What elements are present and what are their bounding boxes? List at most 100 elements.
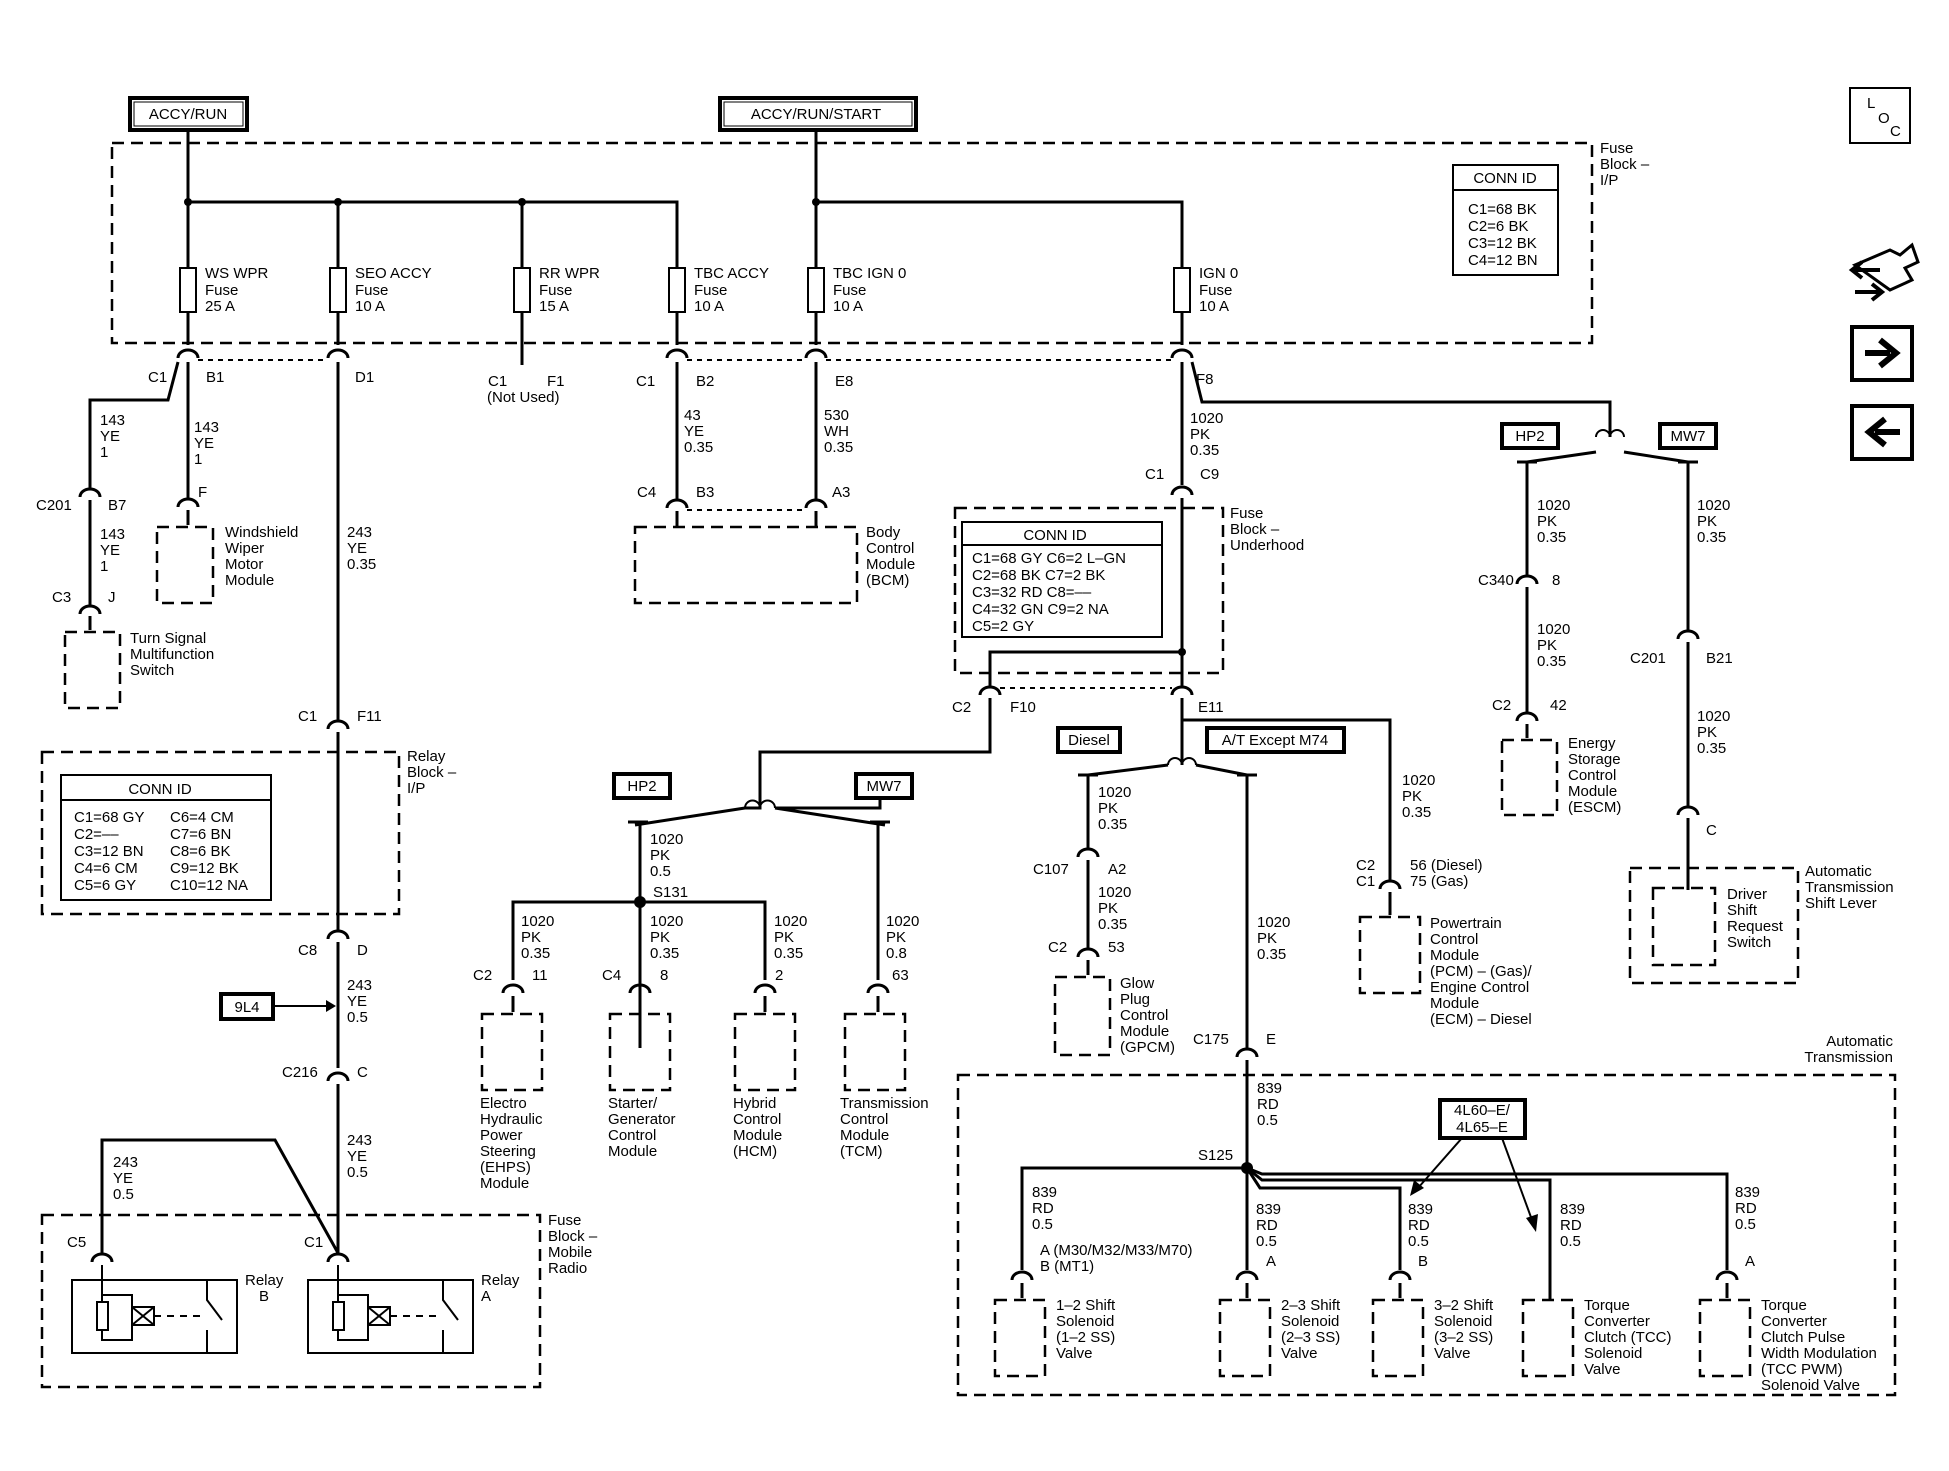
svg-text:15 A: 15 A xyxy=(539,298,569,315)
svg-text:Converter: Converter xyxy=(1761,1313,1827,1330)
svg-text:C10=12 NA: C10=12 NA xyxy=(170,877,248,894)
svg-text:Switch: Switch xyxy=(130,662,174,679)
svg-text:C4: C4 xyxy=(602,967,621,984)
wiring-harness-icon[interactable] xyxy=(1848,242,1920,302)
svg-text:C1=68 GY: C1=68 GY xyxy=(74,809,144,826)
svg-text:A/T Except M74: A/T Except M74 xyxy=(1222,732,1328,749)
svg-text:0.35: 0.35 xyxy=(650,945,679,962)
svg-text:Power: Power xyxy=(480,1127,523,1144)
svg-text:0.5: 0.5 xyxy=(1408,1233,1429,1250)
svg-text:1020: 1020 xyxy=(1402,772,1435,789)
svg-text:Module: Module xyxy=(733,1127,782,1144)
svg-text:1020: 1020 xyxy=(1537,621,1570,638)
svg-text:B: B xyxy=(259,1288,269,1305)
svg-text:C5=2 GY: C5=2 GY xyxy=(972,618,1034,635)
svg-text:PK: PK xyxy=(1257,930,1277,947)
svg-text:0.5: 0.5 xyxy=(113,1186,134,1203)
loc-icon[interactable]: L O C xyxy=(1849,87,1911,144)
option-at-except-m74: A/T Except M74 xyxy=(1205,726,1346,754)
svg-text:53: 53 xyxy=(1108,939,1125,956)
svg-text:D1: D1 xyxy=(355,369,374,386)
svg-text:CONN ID: CONN ID xyxy=(1023,527,1087,544)
svg-text:Transmission: Transmission xyxy=(840,1095,929,1112)
shift-lever-label: Automatic Transmission Shift Lever xyxy=(1805,863,1894,912)
svg-text:D: D xyxy=(357,942,368,959)
svg-text:C4: C4 xyxy=(637,484,656,501)
svg-text:C1: C1 xyxy=(298,708,317,725)
svg-text:Generator: Generator xyxy=(608,1111,676,1128)
svg-text:2–3 Shift: 2–3 Shift xyxy=(1281,1297,1341,1314)
svg-text:Solenoid: Solenoid xyxy=(1434,1313,1492,1330)
svg-text:63: 63 xyxy=(892,967,909,984)
svg-text:1: 1 xyxy=(194,451,202,468)
svg-text:0.5: 0.5 xyxy=(347,1164,368,1181)
svg-text:RD: RD xyxy=(1256,1217,1278,1234)
svg-text:C: C xyxy=(1890,123,1901,140)
svg-text:(TCM): (TCM) xyxy=(840,1143,882,1160)
svg-text:C1=68 GY C6=2 L–GN: C1=68 GY C6=2 L–GN xyxy=(972,550,1126,567)
svg-text:YE: YE xyxy=(347,1148,367,1165)
previous-arrow-icon[interactable] xyxy=(1850,404,1914,461)
svg-text:Energy: Energy xyxy=(1568,735,1616,752)
svg-text:42: 42 xyxy=(1550,697,1567,714)
svg-text:(2–3 SS): (2–3 SS) xyxy=(1281,1329,1340,1346)
svg-text:839: 839 xyxy=(1257,1080,1282,1097)
svg-text:8: 8 xyxy=(1552,572,1560,589)
fuse-block-underhood-boundary xyxy=(953,506,1225,675)
svg-text:Fuse: Fuse xyxy=(694,282,727,299)
svg-text:C3=12 BK: C3=12 BK xyxy=(1468,235,1537,252)
svg-text:0.5: 0.5 xyxy=(1032,1216,1053,1233)
relay-block-ip-label: Relay Block – I/P xyxy=(407,748,457,797)
svg-text:Turn Signal: Turn Signal xyxy=(130,630,206,647)
svg-text:IGN 0: IGN 0 xyxy=(1199,265,1238,282)
svg-text:Glow: Glow xyxy=(1120,975,1154,992)
svg-text:Plug: Plug xyxy=(1120,991,1150,1008)
svg-text:1: 1 xyxy=(100,444,108,461)
svg-text:B7: B7 xyxy=(108,497,126,514)
svg-text:4L60–E/: 4L60–E/ xyxy=(1454,1102,1511,1119)
svg-text:C7=6 BN: C7=6 BN xyxy=(170,826,231,843)
svg-text:Starter/: Starter/ xyxy=(608,1095,658,1112)
svg-text:Control: Control xyxy=(733,1111,781,1128)
svg-text:9L4: 9L4 xyxy=(234,999,259,1016)
svg-text:C2: C2 xyxy=(1048,939,1067,956)
svg-text:Fuse: Fuse xyxy=(548,1212,581,1229)
svg-text:RD: RD xyxy=(1408,1217,1430,1234)
svg-text:0.35: 0.35 xyxy=(1257,946,1286,963)
svg-text:1020: 1020 xyxy=(774,913,807,930)
svg-text:C9: C9 xyxy=(1200,466,1219,483)
ref-9l4[interactable]: 9L4 xyxy=(219,992,336,1021)
svg-text:RD: RD xyxy=(1032,1200,1054,1217)
svg-text:YE: YE xyxy=(347,540,367,557)
svg-text:(3–2 SS): (3–2 SS) xyxy=(1434,1329,1493,1346)
svg-text:TBC IGN 0: TBC IGN 0 xyxy=(833,265,906,282)
svg-text:1–2 Shift: 1–2 Shift xyxy=(1056,1297,1116,1314)
svg-text:Powertrain: Powertrain xyxy=(1430,915,1502,932)
svg-text:B2: B2 xyxy=(696,373,714,390)
next-arrow-icon[interactable] xyxy=(1850,325,1914,382)
option-mw7-lower: MW7 xyxy=(854,772,914,800)
svg-text:MW7: MW7 xyxy=(1671,428,1706,445)
svg-text:RD: RD xyxy=(1560,1217,1582,1234)
svg-text:RD: RD xyxy=(1257,1096,1279,1113)
svg-text:YE: YE xyxy=(684,423,704,440)
auto-trans-label: Automatic Transmission xyxy=(1804,1033,1893,1066)
svg-text:0.5: 0.5 xyxy=(1560,1233,1581,1250)
svg-text:YE: YE xyxy=(100,542,120,559)
svg-text:C1: C1 xyxy=(304,1234,323,1251)
relay-a: Relay A xyxy=(307,1265,520,1354)
svg-text:RR WPR: RR WPR xyxy=(539,265,600,282)
svg-text:Relay: Relay xyxy=(481,1272,520,1289)
svg-text:43: 43 xyxy=(684,407,701,424)
svg-text:1020: 1020 xyxy=(521,913,554,930)
svg-text:F: F xyxy=(198,484,207,501)
svg-text:C2=––: C2=–– xyxy=(74,826,119,843)
svg-text:(1–2 SS): (1–2 SS) xyxy=(1056,1329,1115,1346)
svg-text:11: 11 xyxy=(532,967,548,984)
